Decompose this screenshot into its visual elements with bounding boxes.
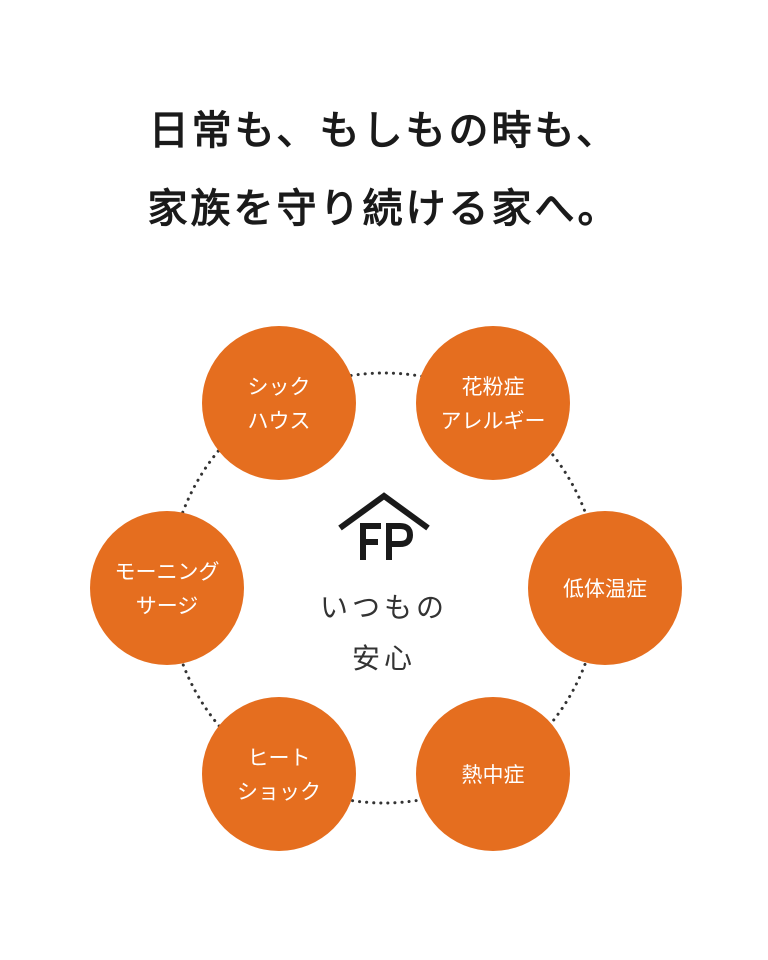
node-heatstroke: 熱中症 [416, 697, 570, 851]
node-circle [202, 697, 356, 851]
node-label-line-1: ヒート [248, 746, 311, 770]
node-circle [416, 326, 570, 480]
center-label-line-1: いつもの [320, 591, 448, 624]
node-label-line-2: ハウス [248, 409, 311, 433]
node-circle [416, 697, 570, 851]
node-hypothermia: 低体温症 [528, 511, 682, 665]
headline-line-2: 家族を守り続ける家へ。 [147, 185, 621, 232]
headline: 日常も、もしもの時も、 家族を守り続ける家へ。 [0, 92, 768, 248]
node-label-line-1: 熱中症 [462, 763, 525, 787]
node-label-line-2: アレルギー [441, 409, 546, 433]
node-circle [90, 511, 244, 665]
node-label-line-1: モーニング [115, 560, 220, 584]
node-pollen-allergy: 花粉症 アレルギー [416, 326, 570, 480]
node-circle [202, 326, 356, 480]
node-morning-surge: モーニング サージ [90, 511, 244, 665]
center-label-line-2: 安心 [352, 642, 416, 675]
node-label-line-1: シック [248, 375, 311, 399]
node-label-line-2: サージ [136, 594, 199, 618]
node-heat-shock: ヒート ショック [202, 697, 356, 851]
node-label-line-1: 低体温症 [563, 577, 647, 601]
node-sick-house: シック ハウス [202, 326, 356, 480]
node-label-line-2: ショック [237, 780, 321, 804]
headline-line-1: 日常も、もしもの時も、 [148, 107, 620, 154]
node-circle [528, 511, 682, 665]
node-label-line-1: 花粉症 [462, 375, 525, 399]
fp-house-logo-icon [338, 492, 430, 560]
